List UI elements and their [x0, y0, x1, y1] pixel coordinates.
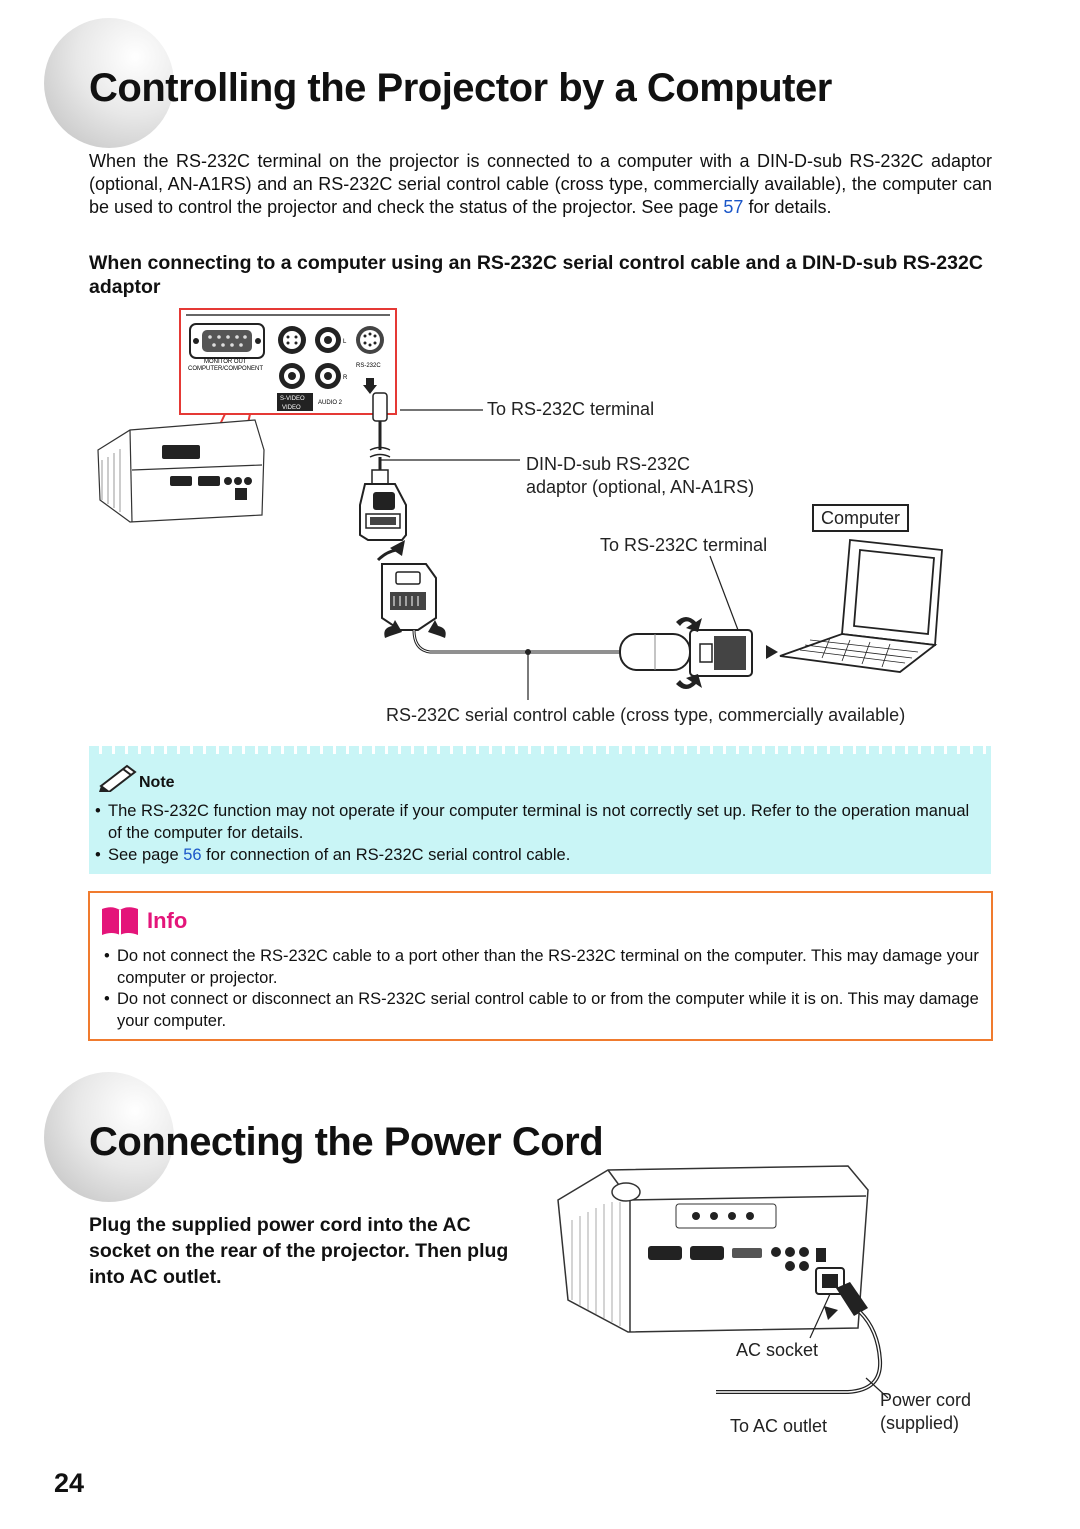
page-link-57[interactable]: 57 [723, 197, 744, 217]
panel-svideo-label: S-VIDEO [280, 396, 305, 402]
note-item-2: •See page 56 for connection of an RS-232… [95, 846, 571, 864]
rs232c-connection-diagram: MONITOR OUT COMPUTER/COMPONENT L R S-VID… [97, 308, 943, 700]
power-cord-diagram [557, 1165, 889, 1399]
panel-computer-component-label: COMPUTER/COMPONENT [188, 366, 263, 372]
panel-monitor-out-label: MONITOR OUT [204, 359, 247, 365]
section-decoration-circle [44, 1072, 174, 1202]
connection-subheading: When connecting to a computer using an R… [89, 252, 983, 298]
book-icon [102, 907, 138, 935]
intro-text-end: for details. [743, 197, 832, 217]
note-box: Note •The RS-232C function may not opera… [89, 746, 991, 874]
panel-rs232c-label: RS-232C [356, 363, 381, 369]
power-cord-instruction: Plug the supplied power cord into the AC… [89, 1214, 509, 1288]
intro-text: When the RS-232C terminal on the project… [89, 151, 992, 217]
section-title-power-cord: Connecting the Power Cord [89, 1120, 604, 1164]
info-title: Info [147, 908, 188, 933]
info-item-1: •Do not connect the RS-232C cable to a p… [104, 947, 979, 987]
panel-video-label: VIDEO [282, 405, 301, 411]
note-item-1: •The RS-232C function may not operate if… [95, 802, 970, 842]
label-computer-box: Computer [812, 504, 910, 532]
label-ac-socket: AC socket [736, 1340, 819, 1360]
section-decoration-circle [44, 18, 174, 148]
label-to-rs232c-terminal-projector: To RS-232C terminal [487, 399, 655, 419]
intro-paragraph: When the RS-232C terminal on the project… [89, 150, 992, 219]
label-adaptor-optional: adaptor (optional, AN-A1RS) [526, 477, 755, 497]
panel-audio2-label: AUDIO 2 [318, 400, 343, 406]
label-to-ac-outlet: To AC outlet [730, 1416, 828, 1436]
info-item-2: •Do not connect or disconnect an RS-232C… [104, 990, 979, 1030]
page-link-56[interactable]: 56 [183, 846, 202, 864]
note-title: Note [139, 774, 175, 791]
label-supplied: (supplied) [880, 1413, 960, 1433]
pencil-icon [99, 764, 137, 792]
label-adaptor-name: DIN-D-sub RS-232C [526, 454, 691, 474]
panel-l-label: L [343, 339, 347, 345]
info-box: Info •Do not connect the RS-232C cable t… [88, 891, 993, 1041]
label-serial-cable: RS-232C serial control cable (cross type… [386, 705, 906, 725]
label-power-cord: Power cord [880, 1390, 972, 1410]
panel-r-label: R [343, 375, 348, 381]
label-to-rs232c-terminal-computer: To RS-232C terminal [600, 535, 768, 555]
note-box-dashed-top [89, 746, 991, 754]
page-number: 24 [54, 1468, 85, 1498]
section-title-computer-control: Controlling the Projector by a Computer [89, 66, 832, 110]
